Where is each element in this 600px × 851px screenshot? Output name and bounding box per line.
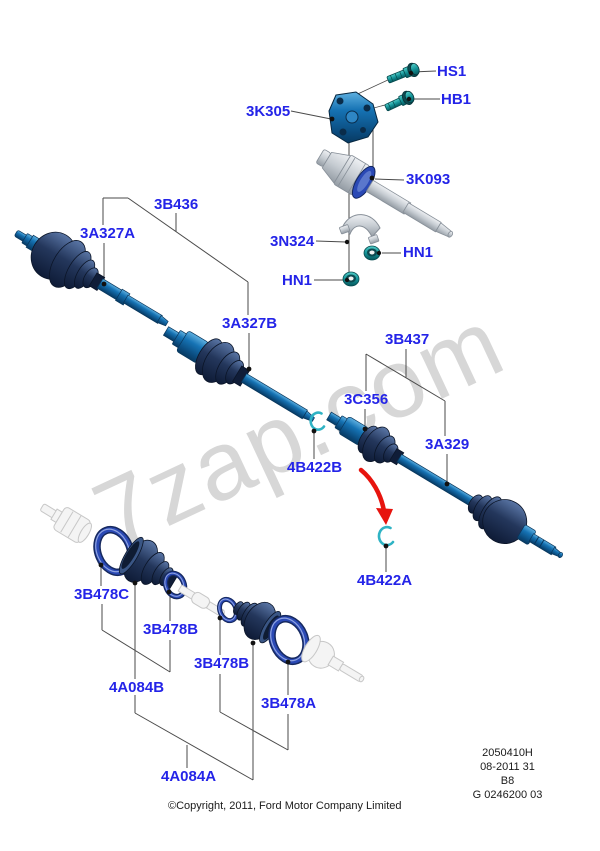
ghost-outer-joint-left <box>40 503 92 543</box>
clamp-3n324 <box>339 214 381 245</box>
axle-section-3c356-3a329 <box>326 411 564 559</box>
boot-clamp-ring-3b478a <box>268 614 310 666</box>
part-label-hn1-right[interactable]: HN1 <box>403 244 434 261</box>
ghost-outer-joint-right <box>301 634 365 683</box>
bolt-hs1 <box>386 62 420 84</box>
part-label-hs1[interactable]: HS1 <box>437 63 467 80</box>
plate-info-line-3: B8 <box>500 775 515 787</box>
pointer-arrow <box>358 467 393 525</box>
plate-info-line-1: 2050410H <box>482 747 533 759</box>
copyright-notice: ©Copyright, 2011, Ford Motor Company Lim… <box>168 800 402 812</box>
part-label-3c356[interactable]: 3C356 <box>344 391 389 408</box>
part-label-3k305[interactable]: 3K305 <box>246 103 291 120</box>
part-label-4b422a[interactable]: 4B422A <box>357 572 413 589</box>
part-label-3a327b[interactable]: 3A327B <box>222 315 278 332</box>
part-label-3k093[interactable]: 3K093 <box>406 171 451 188</box>
part-label-4b422b[interactable]: 4B422B <box>287 459 343 476</box>
part-label-3a327a[interactable]: 3A327A <box>80 225 136 242</box>
plate-info-block: 2050410H 08-2011 31 B8 G 0246200 03 <box>440 746 575 802</box>
part-label-3n324[interactable]: 3N324 <box>270 233 315 250</box>
small-clamp-ring-3b478b-1 <box>162 570 188 600</box>
support-bracket-3k305 <box>328 91 379 144</box>
part-label-3b478a[interactable]: 3B478A <box>261 695 317 712</box>
part-label-3a329[interactable]: 3A329 <box>425 436 470 453</box>
plate-info-line-4: G 0246200 03 <box>472 789 543 801</box>
snap-ring-4b422b <box>309 411 326 431</box>
nut-hn1-left <box>342 271 360 287</box>
part-label-3b436[interactable]: 3B436 <box>154 196 199 213</box>
part-label-hb1[interactable]: HB1 <box>441 91 472 108</box>
part-label-3b437[interactable]: 3B437 <box>385 331 430 348</box>
part-label-3b478c[interactable]: 3B478C <box>74 586 130 603</box>
axle-outer-section-3a327a <box>14 230 169 327</box>
snap-ring-4b422a <box>377 525 395 547</box>
part-label-4a084b[interactable]: 4A084B <box>109 679 165 696</box>
part-label-3b478b-1[interactable]: 3B478B <box>143 621 199 638</box>
part-label-hn1-left[interactable]: HN1 <box>282 272 313 289</box>
intermediate-shaft <box>316 149 454 238</box>
leader-lines <box>100 70 448 781</box>
callout-dots <box>98 70 450 665</box>
part-label-4a084a[interactable]: 4A084A <box>161 768 217 785</box>
part-label-3b478b-2[interactable]: 3B478B <box>194 655 250 672</box>
plate-info-line-2: 08-2011 31 <box>480 761 535 773</box>
axle-inner-section-3a327b <box>162 326 315 422</box>
bolt-hb1 <box>384 90 415 112</box>
nut-hn1-right <box>363 245 381 261</box>
